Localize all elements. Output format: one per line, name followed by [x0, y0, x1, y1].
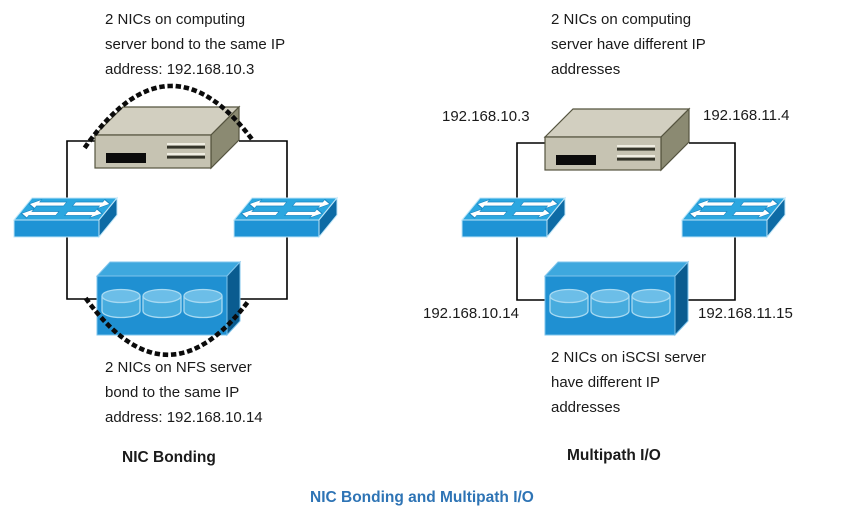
network-switch-icon: [461, 197, 566, 238]
bonding-arc-bottom-icon: [83, 295, 254, 358]
annotation-line: address: 192.168.10.3: [105, 61, 255, 78]
computing-server-icon: [544, 108, 690, 171]
annotation-line: 2 NICs on iSCSI server: [551, 349, 707, 366]
annotation-line: have different IP: [551, 374, 660, 391]
annotation-line: addresses: [551, 399, 621, 416]
left-top-annotation: 2 NICs on computing server bond to the s…: [105, 7, 285, 82]
computing-server-icon: [94, 106, 240, 169]
annotation-line: address: 192.168.10.14: [105, 409, 263, 426]
annotation-line: 2 NICs on computing: [105, 11, 246, 28]
right-diagram-title: Multipath I/O: [567, 447, 661, 464]
figure-caption: NIC Bonding and Multipath I/O: [310, 489, 534, 506]
ip-label-storage-left: 192.168.10.14: [423, 305, 519, 322]
right-top-annotation: 2 NICs on computing server have differen…: [551, 7, 706, 82]
nfs-server-icon: [96, 261, 241, 336]
network-switch-icon: [233, 197, 338, 238]
ip-label-computing-left: 192.168.10.3: [442, 108, 530, 125]
iscsi-server-icon: [544, 261, 689, 336]
annotation-line: addresses: [551, 61, 621, 78]
network-switch-icon: [681, 197, 786, 238]
annotation-line: server bond to the same IP: [105, 36, 286, 53]
ip-label-storage-right: 192.168.11.15: [698, 305, 793, 322]
bonding-arc-top-icon: [82, 83, 258, 150]
ip-label-computing-right: 192.168.11.4: [703, 107, 790, 124]
right-bottom-annotation: 2 NICs on iSCSI server have different IP…: [551, 345, 706, 420]
left-bottom-annotation: 2 NICs on NFS server bond to the same IP…: [105, 355, 263, 430]
left-diagram-title: NIC Bonding: [122, 449, 216, 466]
annotation-line: bond to the same IP: [105, 384, 240, 401]
annotation-line: 2 NICs on computing: [551, 11, 692, 28]
annotation-line: server have different IP: [551, 36, 706, 53]
annotation-line: 2 NICs on NFS server: [105, 359, 252, 376]
network-switch-icon: [13, 197, 118, 238]
